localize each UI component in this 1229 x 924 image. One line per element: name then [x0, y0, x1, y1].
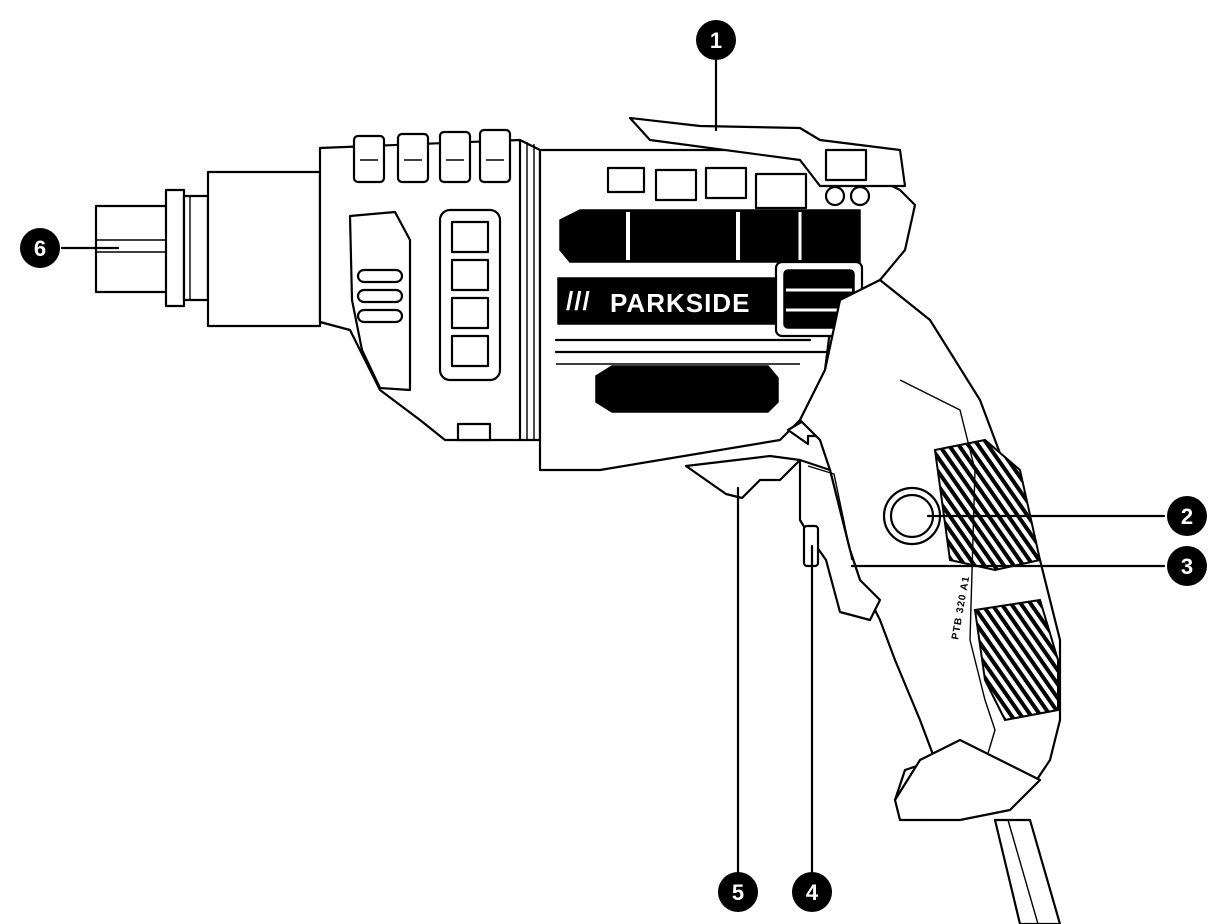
svg-text:1: 1	[710, 28, 722, 53]
brand-slashes: ///	[566, 286, 591, 316]
handle: PTB 320 A1	[798, 278, 1062, 924]
svg-text:2: 2	[1181, 504, 1193, 529]
brand-logo: PARKSIDE	[610, 288, 750, 318]
svg-text:3: 3	[1181, 554, 1193, 579]
leader-lines	[60, 58, 1166, 874]
callout-4: 4	[792, 872, 832, 912]
depth-stop	[206, 170, 322, 328]
callout-3: 3	[1167, 546, 1207, 586]
lock-on-button	[882, 486, 942, 546]
callout-6: 6	[20, 228, 60, 268]
callout-5: 5	[718, 872, 758, 912]
svg-text:6: 6	[34, 236, 46, 261]
callout-2: 2	[1167, 496, 1207, 536]
svg-text:4: 4	[806, 880, 819, 905]
svg-text:5: 5	[732, 880, 744, 905]
front-housing	[318, 128, 542, 442]
bit-holder	[94, 188, 210, 308]
belt-hook	[684, 454, 802, 500]
callout-1: 1	[696, 20, 736, 60]
